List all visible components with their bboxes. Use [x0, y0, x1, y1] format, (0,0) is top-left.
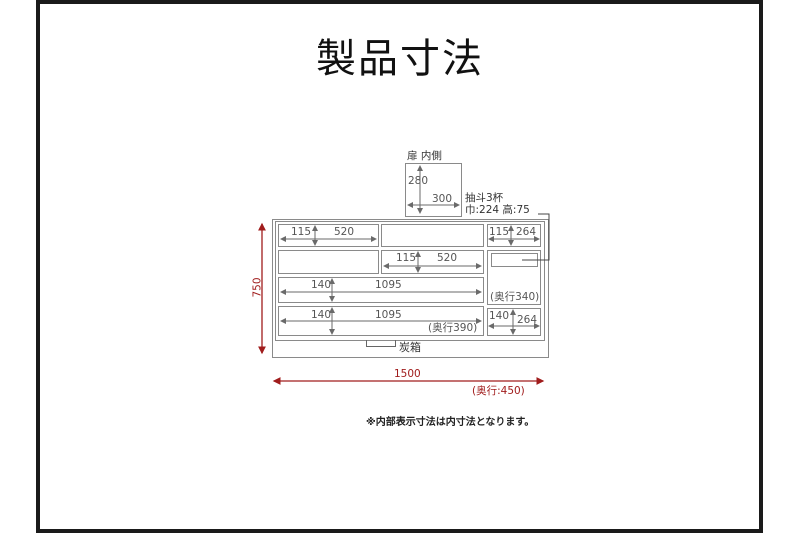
r3-width: 1095 — [375, 279, 402, 291]
cell-r2-left — [278, 250, 379, 274]
page-title: 製品寸法 — [316, 36, 484, 82]
right-tall-depth: (奥行340) — [490, 291, 540, 303]
r1-left-width: 520 — [334, 226, 355, 238]
cell-r2-mid — [381, 250, 484, 274]
door-inner-box — [405, 163, 462, 217]
cell-r1-mid — [381, 224, 484, 247]
r4-width: 1095 — [375, 309, 402, 321]
drawer-callout-line2: 巾:224 高:75 — [465, 204, 530, 216]
footnote: ※内部表示寸法は内寸法となります。 — [366, 417, 535, 428]
r4-height: 140 — [311, 309, 332, 321]
door-height-label: 280 — [408, 175, 429, 187]
r1-right-height: 115 — [489, 226, 510, 238]
r4-right-width: 264 — [517, 314, 538, 326]
charcoal-box-label: 炭箱 — [399, 341, 421, 354]
door-width-label: 300 — [432, 193, 453, 205]
overall-depth-label: (奥行:450) — [472, 385, 525, 397]
r4-right-height: 140 — [489, 310, 510, 322]
overall-width-label: 1500 — [394, 368, 421, 380]
r1-left-height: 115 — [291, 226, 312, 238]
r4-depth: (奥行390) — [428, 322, 478, 334]
drawer-indicator — [491, 253, 538, 267]
r2-mid-height: 115 — [396, 252, 417, 264]
door-label: 扉 内側 — [407, 150, 442, 162]
charcoal-box-notch — [366, 340, 396, 347]
drawer-callout-line1: 抽斗3杯 — [465, 192, 504, 204]
r3-height: 140 — [311, 279, 332, 291]
r1-right-width: 264 — [516, 226, 537, 238]
overall-height-label: 750 — [251, 277, 264, 298]
r2-mid-width: 520 — [437, 252, 458, 264]
